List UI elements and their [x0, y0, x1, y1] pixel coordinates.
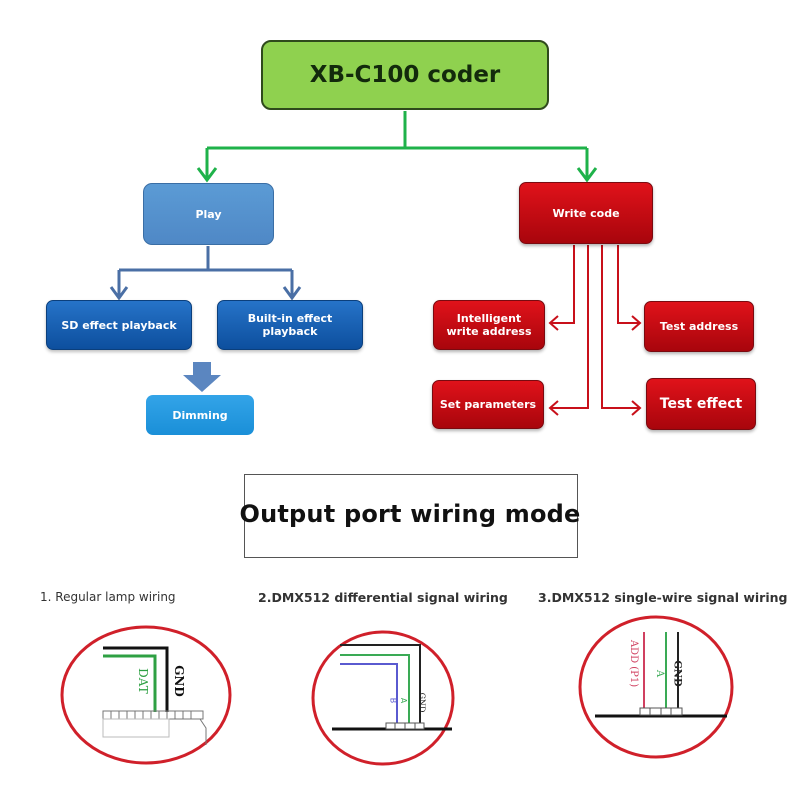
wiring-diagram-regular — [60, 625, 232, 765]
play-node-label: Play — [195, 207, 222, 221]
play-node: Play — [143, 183, 274, 245]
dimming-arrow — [183, 362, 221, 392]
wiring-mode-title-2: 2.DMX512 differential signal wiring — [258, 590, 508, 605]
wire-label-gnd: GND — [171, 665, 186, 697]
write-connector — [548, 245, 642, 416]
section-title: Output port wiring mode — [239, 500, 581, 528]
wiring-mode-title-3: 3.DMX512 single-wire signal wiring — [538, 590, 788, 605]
wire-label-add-p1: ADD (P1) — [628, 639, 640, 688]
dimming-node: Dimming — [146, 395, 254, 435]
set-parameters-node: Set parameters — [432, 380, 544, 429]
wire-label-dat: DAT — [135, 668, 150, 694]
builtin-effect-playback-node: Built-in effect playback — [217, 300, 363, 350]
write-code-node: Write code — [519, 182, 653, 244]
wire-label-b: B — [388, 697, 398, 704]
dimming-label: Dimming — [172, 408, 228, 422]
root-node: XB-C100 coder — [261, 40, 549, 110]
wire-label-a: A — [654, 669, 666, 678]
write-code-label: Write code — [552, 206, 620, 220]
builtin-effect-label-line2: playback — [262, 325, 318, 338]
play-connector — [109, 246, 302, 301]
test-effect-label: Test effect — [659, 396, 743, 412]
wire-label-gnd: GND — [671, 660, 683, 687]
test-address-label: Test address — [659, 320, 739, 333]
sd-effect-playback-label: SD effect playback — [61, 318, 177, 332]
intelligent-write-address-line2: write address — [446, 325, 532, 338]
builtin-effect-label-line1: Built-in effect — [247, 312, 333, 325]
wiring-mode-title-1: 1. Regular lamp wiring — [40, 590, 176, 604]
wire-label-a: A — [399, 697, 409, 704]
wiring-diagram-differential — [311, 630, 455, 766]
root-connector — [196, 111, 598, 183]
test-address-node: Test address — [644, 301, 754, 352]
intelligent-write-address-node: Intelligent write address — [433, 300, 545, 350]
sd-effect-playback-node: SD effect playback — [46, 300, 192, 350]
root-node-label: XB-C100 coder — [309, 62, 501, 88]
set-parameters-label: Set parameters — [439, 398, 537, 411]
test-effect-node: Test effect — [646, 378, 756, 430]
wire-label-gnd: GND — [417, 692, 427, 713]
intelligent-write-address-line1: Intelligent — [456, 312, 522, 325]
section-title-frame — [244, 474, 578, 558]
wiring-diagram-single-wire — [578, 615, 734, 759]
